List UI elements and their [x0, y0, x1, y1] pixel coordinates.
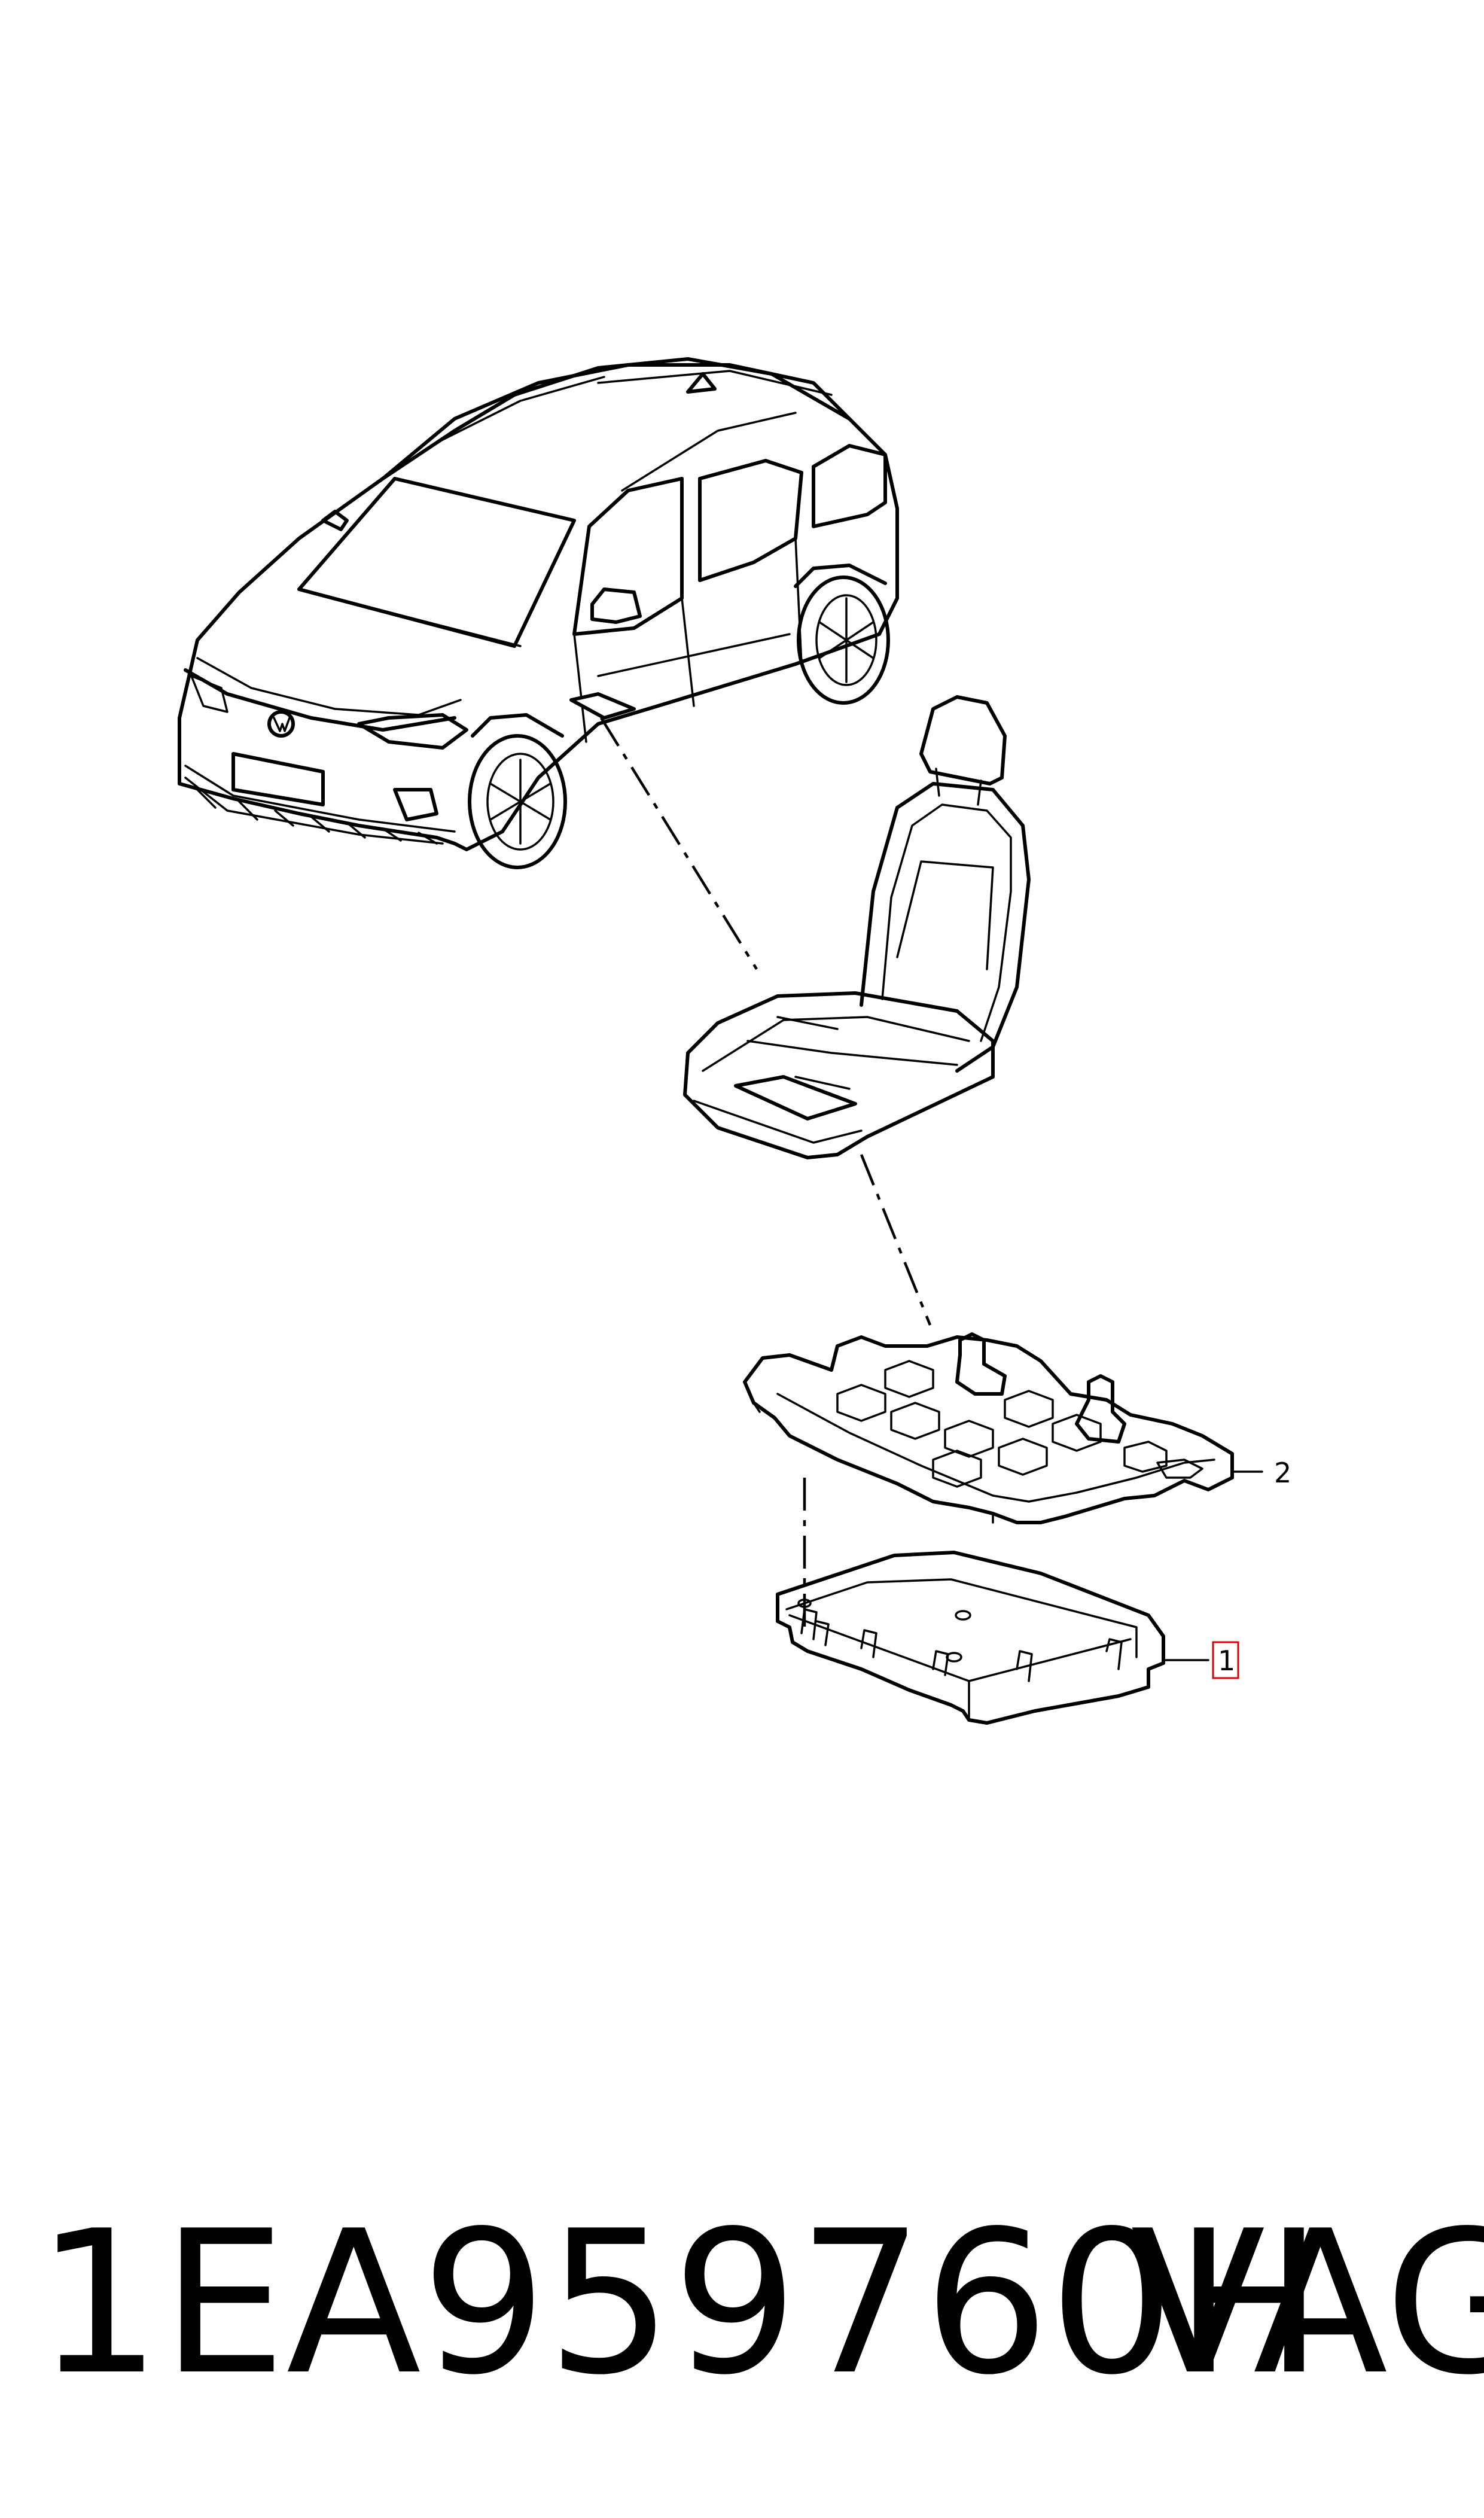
- brand-label: VAG: [1130, 2188, 1484, 2418]
- callout-2-label: 2: [1274, 1457, 1291, 1489]
- control-unit-location-marker: [734, 1075, 857, 1121]
- vehicle-illustration: [178, 357, 899, 869]
- parts-diagram: 2 1: [178, 357, 1291, 1725]
- control-unit: [776, 1551, 1165, 1725]
- part-number: 1EA959760H: [36, 2188, 1324, 2418]
- seat-location-marker: [569, 692, 636, 720]
- callout-1-label: 1: [1218, 1645, 1235, 1677]
- leader-line-car-to-seat: [600, 717, 758, 970]
- seat-illustration: [683, 695, 1031, 1159]
- leader-line-seat-to-bracket: [860, 1154, 932, 1326]
- callout-1-highlight-box: [1212, 1641, 1239, 1679]
- mounting-bracket: [743, 1332, 1234, 1524]
- footer: 1EA959760H VAG: [0, 2178, 1484, 2465]
